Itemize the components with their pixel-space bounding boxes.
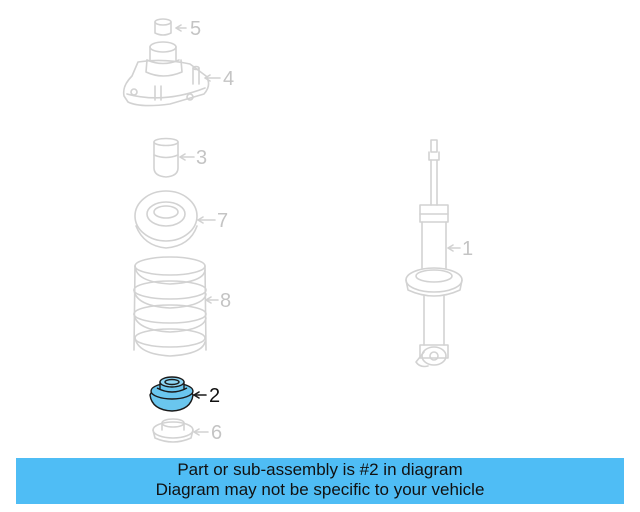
- part-8-coil-spring[interactable]: [133, 256, 207, 357]
- parts-diagram: 5 4 3 7 8 2 6 1: [122, 18, 473, 444]
- callout-6: 6: [211, 422, 222, 444]
- part-6-lower-isolator[interactable]: [152, 418, 194, 443]
- part-2-spring-insulator[interactable]: [149, 376, 194, 412]
- banner-line-part: Part or sub-assembly is #2 in diagram: [177, 460, 463, 479]
- part-7-upper-spring-seat[interactable]: [134, 190, 198, 249]
- callout-3: 3: [196, 147, 207, 169]
- part-1-shock-absorber[interactable]: [405, 139, 463, 368]
- part-4-strut-mount[interactable]: [122, 41, 210, 107]
- callout-5: 5: [190, 18, 201, 40]
- info-banner: Part or sub-assembly is #2 in diagram Di…: [16, 458, 624, 504]
- callout-1: 1: [462, 238, 473, 260]
- callout-4: 4: [223, 68, 234, 90]
- callout-2: 2: [209, 385, 220, 407]
- callout-8: 8: [220, 290, 231, 312]
- part-5-cap-nut[interactable]: [154, 18, 172, 36]
- leader-lines: [175, 24, 461, 436]
- banner-line-disclaimer: Diagram may not be specific to your vehi…: [155, 480, 485, 499]
- part-3-bump-stop[interactable]: [153, 137, 179, 178]
- leader-line-2: [193, 391, 207, 399]
- callout-7: 7: [217, 210, 228, 232]
